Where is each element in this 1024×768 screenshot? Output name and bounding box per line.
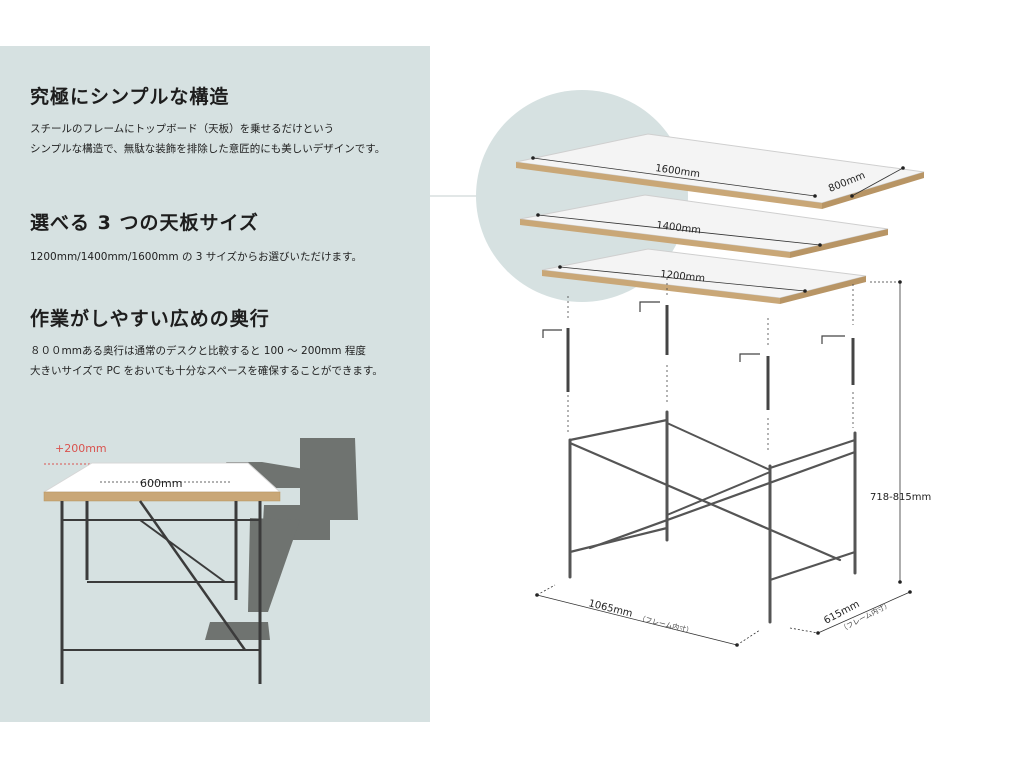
section-heading: 選べる 3 つの天板サイズ <box>30 212 259 234</box>
plus-200-label: +200mm <box>55 442 107 455</box>
section-body-line: ８００mmある奥行は通常のデスクと比較すると 100 ～ 200mm 程度 <box>30 345 366 357</box>
side-tabletop-edge <box>43 491 281 502</box>
section-wide-depth: 作業がしやすい広めの奥行 ８００mmある奥行は通常のデスクと比較すると 100 … <box>30 304 383 381</box>
section-body: 1200mm/1400mm/1600mm の 3 サイズからお選びいただけます。 <box>30 247 362 267</box>
tabletop-1200: 1200mm <box>541 248 867 304</box>
side-view-desk: +200mm 600mm <box>42 438 358 684</box>
section-body-line: スチールのフレームにトップボード（天板）を乗せるだけという <box>30 123 335 135</box>
section-body-line: 1200mm/1400mm/1600mm の 3 サイズからお選びいただけます。 <box>30 251 362 263</box>
frame-width-label: 1065mm <box>587 598 633 620</box>
tabletop-1600: 1600mm 800mm <box>515 133 925 209</box>
depth-600-label: 600mm <box>140 477 182 490</box>
height-adjusters <box>542 278 855 452</box>
frame-depth-dimension: 615mm （フレーム内寸） <box>789 590 912 635</box>
section-body-line: 大きいサイズで PC をおいても十分なスペースを確保することができます。 <box>30 365 383 377</box>
section-top-sizes: 選べる 3 つの天板サイズ 1200mm/1400mm/1600mm の 3 サ… <box>30 208 362 267</box>
tabletop-1200-label: 1200mm <box>660 269 706 285</box>
section-body: スチールのフレームにトップボード（天板）を乗せるだけという シンプルな構造で、無… <box>30 119 385 159</box>
section-heading: 究極にシンプルな構造 <box>30 86 230 108</box>
height-dimension: 718-815mm <box>870 280 931 584</box>
section-body: ８００mmある奥行は通常のデスクと比較すると 100 ～ 200mm 程度 大き… <box>30 341 383 381</box>
frame-width-dimension: 1065mm （フレーム内寸） <box>535 584 761 647</box>
height-label: 718-815mm <box>870 492 931 503</box>
section-simple-structure: 究極にシンプルな構造 スチールのフレームにトップボード（天板）を乗せるだけという… <box>30 82 385 159</box>
side-frame <box>60 500 262 684</box>
tabletop-1400: 1400mm <box>519 194 889 258</box>
section-body-line: シンプルな構造で、無駄な装飾を排除した意匠的にも美しいデザインです。 <box>30 143 386 155</box>
frame-width-note: （フレーム内寸） <box>638 613 694 635</box>
desk-frame <box>568 410 857 624</box>
section-heading: 作業がしやすい広めの奥行 <box>30 308 270 330</box>
tabletop-1400-label: 1400mm <box>656 220 702 236</box>
